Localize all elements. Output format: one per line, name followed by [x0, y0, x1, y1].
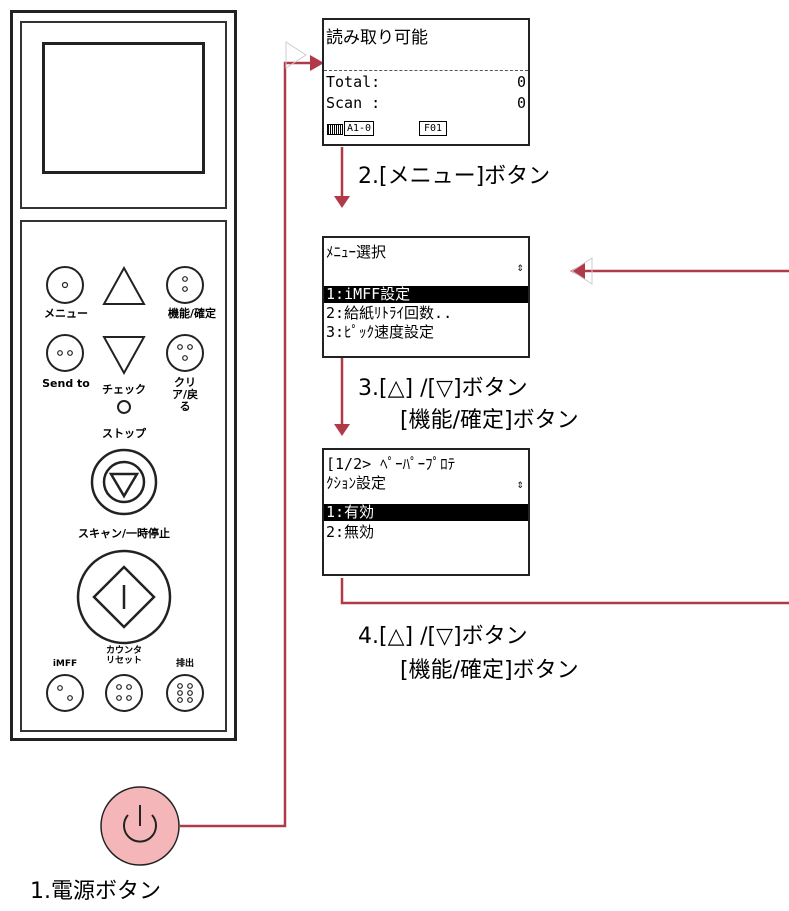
scan-pause-label: スキャン/一時停止: [77, 527, 171, 540]
ready-divider: [324, 70, 528, 71]
menu-item-imff[interactable]: 1:iMFF設定: [324, 286, 528, 303]
lcd-paper-protection-screen: [1/2> ﾍﾟｰﾊﾟｰﾌﾟﾛﾃ ｸｼｮﾝ設定 ⇕ 1:有効 2:無効: [322, 448, 530, 576]
step3-line1: 3.[△] /[▽]ボタン: [358, 376, 528, 401]
counter-reset-label: カウンタ リセット: [106, 646, 142, 666]
counter-reset-button[interactable]: [105, 674, 143, 712]
up-button[interactable]: [102, 265, 146, 305]
menu-button-label: メニュー: [44, 307, 88, 320]
stop-button[interactable]: [90, 448, 158, 516]
counter-reset-label-line1: カウンタ: [105, 646, 143, 656]
menu-title: ﾒﾆｭｰ選択: [326, 243, 387, 261]
ready-title: 読み取り可能: [326, 28, 428, 48]
option-enable[interactable]: 1:有効: [324, 504, 528, 521]
down-button[interactable]: [102, 336, 146, 376]
badge-f01: F01: [419, 121, 448, 136]
panel-display-area: [20, 21, 227, 209]
panel-button-area: [20, 220, 227, 732]
menu-button[interactable]: [46, 266, 84, 304]
imff-button[interactable]: [46, 674, 84, 712]
panel-lcd-screen: [42, 42, 205, 174]
total-label: Total:: [326, 73, 381, 91]
scan-label: Scan :: [326, 94, 381, 112]
scan-value: 0: [516, 94, 526, 112]
badge-a1: A1-0: [344, 121, 375, 136]
check-led: [117, 400, 131, 414]
total-value: 0: [516, 73, 526, 91]
function-confirm-label: 機能/確定: [167, 307, 217, 320]
scan-pause-button[interactable]: [76, 549, 172, 645]
option-disable[interactable]: 2:無効: [326, 523, 375, 541]
send-to-button[interactable]: [46, 334, 84, 372]
function-confirm-button[interactable]: [166, 266, 204, 304]
step1-label: 1.電源ボタン: [30, 879, 161, 904]
scroll-updown-icon: ⇕: [516, 260, 524, 274]
imff-label: iMFF: [52, 659, 78, 669]
arrow-heads: [310, 55, 585, 436]
lcd-ready-screen: 読み取り可能 Total: 0 Scan : 0 A1-0 F01: [322, 18, 530, 146]
menu-item-pick-speed[interactable]: 3:ﾋﾟｯｸ速度設定: [326, 323, 435, 341]
eject-button[interactable]: [166, 674, 204, 712]
flow-arrows: [180, 61, 789, 828]
counter-reset-label-line2: リセット: [105, 656, 143, 666]
step2-label: 2.[メニュー]ボタン: [358, 164, 551, 189]
lcd-menu-screen: ﾒﾆｭｰ選択 ⇕ 1:iMFF設定 2:給紙ﾘﾄﾗｲ回数.. 3:ﾋﾟｯｸ速度設…: [322, 236, 530, 358]
step4-line1: 4.[△] /[▽]ボタン: [358, 624, 528, 649]
step3-line2: [機能/確定]ボタン: [400, 408, 579, 433]
protection-title-1: [1/2> ﾍﾟｰﾊﾟｰﾌﾟﾛﾃ: [326, 455, 456, 473]
power-button[interactable]: [100, 786, 180, 866]
battery-icon: [327, 124, 343, 135]
protection-title-2: ｸｼｮﾝ設定: [326, 474, 387, 492]
clear-back-label: クリア/戻る: [171, 376, 199, 413]
menu-item-retry[interactable]: 2:給紙ﾘﾄﾗｲ回数..: [326, 304, 453, 322]
check-label: チェック: [102, 383, 146, 396]
send-to-label: Send to: [42, 377, 90, 390]
scroll-updown-icon: ⇕: [516, 477, 524, 491]
stop-label: ストップ: [102, 427, 146, 440]
step4-line2: [機能/確定]ボタン: [400, 658, 579, 683]
clear-back-button[interactable]: [166, 334, 204, 372]
eject-label: 排出: [175, 659, 195, 669]
